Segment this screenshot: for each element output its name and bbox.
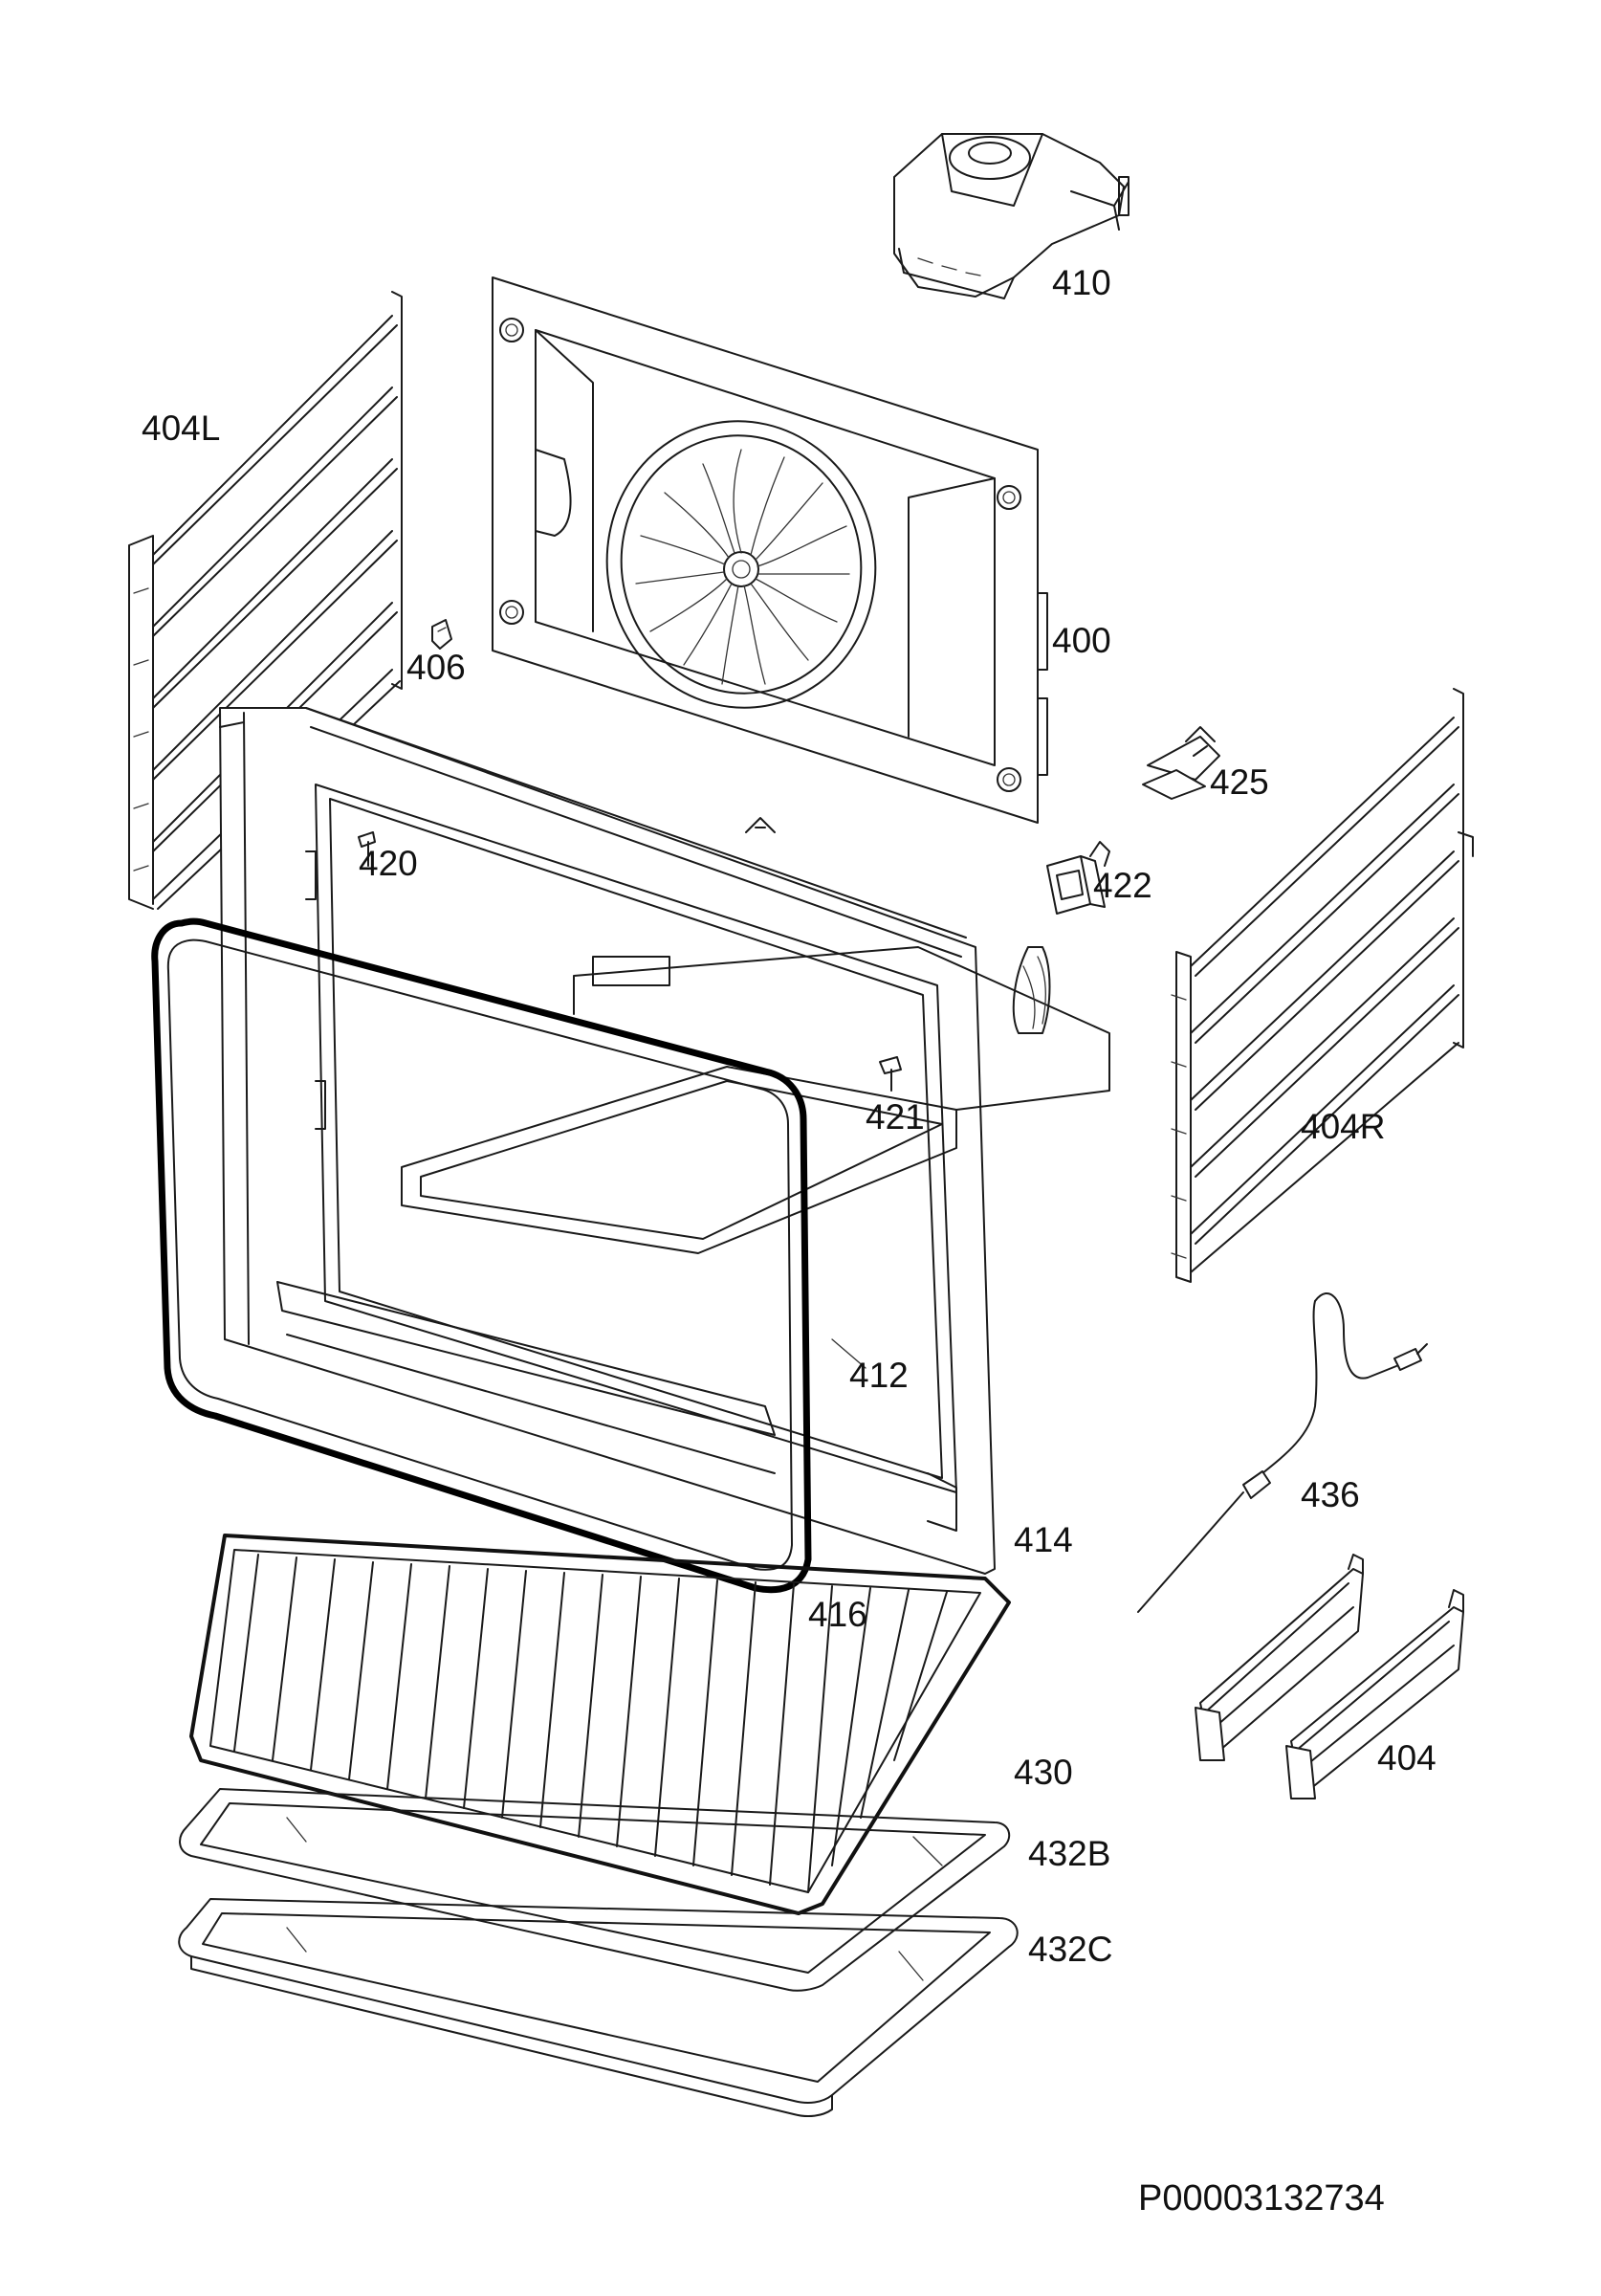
label-432B: 432B xyxy=(1028,1834,1110,1873)
part-404-telescopic-runners xyxy=(1195,1554,1464,1799)
label-400: 400 xyxy=(1052,621,1111,660)
part-414-cavity-frame xyxy=(219,707,1110,1575)
label-410: 410 xyxy=(1052,263,1111,302)
part-406-clip xyxy=(431,619,452,650)
label-412: 412 xyxy=(849,1356,909,1395)
label-404R: 404R xyxy=(1301,1107,1385,1146)
document-code: P00003132734 xyxy=(1138,2178,1385,2219)
part-430-wire-shelf xyxy=(189,1534,1011,1915)
label-406: 406 xyxy=(406,648,466,687)
label-425: 425 xyxy=(1210,762,1269,802)
part-400-back-panel xyxy=(492,276,1048,824)
label-420: 420 xyxy=(359,844,418,883)
label-404L: 404L xyxy=(142,408,220,448)
label-404: 404 xyxy=(1377,1738,1437,1777)
part-422-connector xyxy=(1046,841,1110,915)
label-422: 422 xyxy=(1093,866,1152,905)
label-432C: 432C xyxy=(1028,1930,1112,1969)
label-436: 436 xyxy=(1301,1475,1360,1514)
part-404R-right-rack xyxy=(1171,688,1474,1283)
part-421-screw xyxy=(879,1056,902,1092)
part-labels: 410 404L 406 400 425 420 422 421 404R 41… xyxy=(142,263,1437,2219)
part-404L-left-rack xyxy=(128,291,403,910)
label-430: 430 xyxy=(1014,1753,1073,1792)
part-412-cavity-interior xyxy=(831,1338,866,1369)
label-416: 416 xyxy=(808,1595,867,1634)
part-432B-baking-tray xyxy=(179,1788,1011,1992)
part-425-clip xyxy=(1142,726,1220,800)
label-414: 414 xyxy=(1014,1520,1073,1559)
part-432C-deep-tray xyxy=(178,1898,1019,2118)
label-421: 421 xyxy=(866,1097,925,1137)
part-410-fan-motor xyxy=(893,133,1129,299)
part-436-probe xyxy=(1137,1292,1428,1613)
part-420-screw xyxy=(358,831,376,867)
